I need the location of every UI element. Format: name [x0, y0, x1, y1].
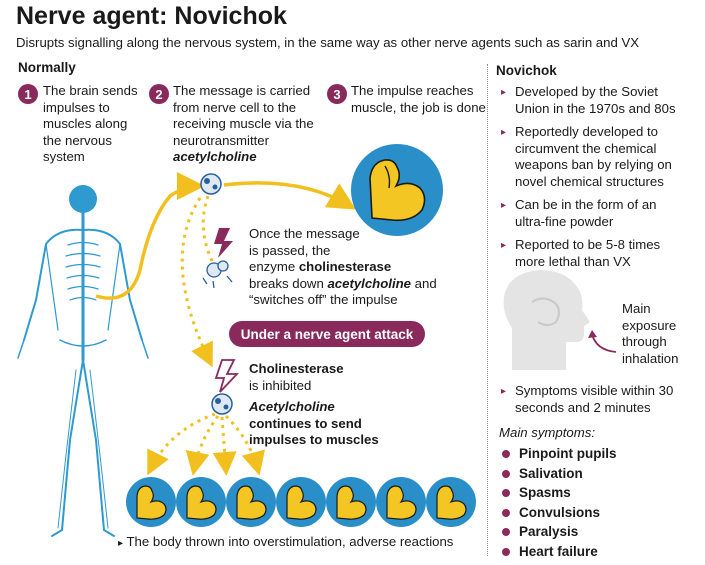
- acetylcholine-attack-icon: [211, 393, 233, 415]
- enzyme-note-line-4: breaks down: [249, 275, 328, 291]
- inhibited-term: Cholinesterase: [249, 361, 344, 376]
- fact-item: ▸ Can be in the form of an ultra-fine pow…: [499, 197, 689, 230]
- overstimulation-text: The body thrown into overstimulation, ad…: [126, 534, 454, 549]
- acetylcholine-molecule-icon: [200, 173, 222, 195]
- muscle-icon: [276, 477, 326, 527]
- bullet-triangle-icon: ▸: [501, 240, 507, 251]
- step-2-block: The message is carried from nerve cell t…: [173, 83, 333, 166]
- fact-text: Developed by the Soviet Union in the 197…: [515, 84, 676, 116]
- attack-dotted-arrow: [180, 197, 213, 368]
- enzyme-dotted-arrow: [201, 195, 216, 266]
- exposure-arrowhead: [588, 330, 597, 338]
- ach-line-2: continues to send: [249, 415, 362, 431]
- step-2-emphasis: acetylcholine: [173, 149, 257, 164]
- enzyme-note-line-2: is passed, the: [249, 242, 331, 258]
- exposure-line-1: Main: [622, 301, 651, 316]
- bullet-triangle-icon: ▸: [501, 87, 507, 98]
- muscle-icon: [326, 477, 376, 527]
- fact-text: Can be in the form of an ultra-fine powd…: [515, 197, 657, 229]
- fact-text: Reported to be 5-8 times more lethal tha…: [515, 237, 661, 269]
- exposure-line-4: inhalation: [622, 350, 679, 366]
- enzyme-note-line-1: Once the message: [249, 226, 360, 241]
- novichok-heading: Novichok: [496, 63, 557, 78]
- human-nervous-system-figure: [17, 185, 149, 537]
- fact-text: Reportedly developed to circumvent the c…: [515, 124, 672, 189]
- cholinesterase-term: cholinesterase: [298, 259, 392, 274]
- ach-continues-text: Acetylcholine continues to send impulses…: [249, 399, 379, 449]
- bullet-triangle-icon: ▸: [501, 127, 507, 138]
- inhibited-rest: is inhibited: [249, 377, 312, 393]
- attack-section-label: Under a nerve agent attack: [229, 321, 425, 347]
- symptom-text: Spasms: [519, 485, 571, 501]
- enzyme-note-line-5: “switches off” the impulse: [249, 292, 398, 307]
- note-triangle-icon: ▸: [118, 538, 124, 549]
- exposure-text: Main exposure through inhalation: [622, 301, 678, 367]
- bullet-dot-icon: [502, 469, 510, 478]
- brain-icon: [69, 185, 97, 213]
- muscle-row: [126, 477, 476, 527]
- column-divider: [487, 64, 488, 556]
- overstimulation-note: ▸ The body thrown into overstimulation, …: [118, 534, 453, 549]
- enzyme-note: Once the message is passed, the enzyme c…: [249, 226, 449, 309]
- muscle-icon-large: [351, 144, 443, 236]
- muscle-icon: [226, 477, 276, 527]
- bullet-triangle-icon: ▸: [501, 200, 507, 211]
- inhibited-bolt-icon: [214, 359, 240, 393]
- exposure-line-3: through: [622, 334, 667, 349]
- fact-item: ▸ Developed by the Soviet Union in the 19…: [499, 84, 689, 117]
- muscle-icon: [126, 477, 176, 527]
- symptom-text: Heart failure: [519, 543, 598, 559]
- page-subtitle: Disrupts signalling along the nervous sy…: [16, 35, 640, 50]
- symptom-item: Salivation: [500, 464, 617, 484]
- symptoms-visible-text: Symptoms visible within 30 seconds and 2…: [515, 383, 674, 415]
- step-3-text: The impulse reaches muscle, the job is d…: [351, 83, 486, 115]
- bullet-triangle-icon: ▸: [501, 386, 507, 397]
- ach-line-3: impulses to muscles: [249, 432, 379, 447]
- page-title: Nerve agent: Novichok: [16, 2, 287, 30]
- enzyme-note-and: and: [411, 275, 437, 291]
- acetylcholine-term: acetylcholine: [327, 275, 411, 291]
- symptom-item: Heart failure: [500, 542, 617, 562]
- ach-term: Acetylcholine: [249, 399, 335, 414]
- bullet-dot-icon: [502, 547, 510, 556]
- symptom-item: Spasms: [500, 483, 617, 503]
- symptoms-heading: Main symptoms:: [499, 425, 595, 440]
- fact-item: ▸ Reportedly developed to circumvent the …: [499, 124, 689, 190]
- step-1-text: The brain sends impulses to muscles alon…: [43, 83, 138, 164]
- symptom-text: Pinpoint pupils: [519, 446, 617, 461]
- symptom-text: Convulsions: [519, 504, 601, 520]
- normally-heading: Normally: [18, 60, 76, 75]
- lightning-bolt-icon: [214, 228, 233, 258]
- symptoms-visible-item: ▸ Symptoms visible within 30 seconds and …: [499, 383, 705, 416]
- enzyme-note-line-3: enzyme: [249, 259, 299, 274]
- symptom-item: Convulsions: [500, 503, 617, 523]
- bullet-dot-icon: [502, 508, 510, 517]
- message-to-muscle-arrow: [223, 181, 357, 210]
- step-3-number: 3: [327, 84, 347, 104]
- symptom-text: Salivation: [519, 465, 583, 481]
- broken-molecule-icon: [202, 260, 233, 289]
- bullet-dot-icon: [502, 450, 510, 458]
- muscle-icon: [176, 477, 226, 527]
- novichok-facts: ▸ Developed by the Soviet Union in the 19…: [499, 84, 689, 277]
- head-silhouette-icon: [503, 270, 590, 370]
- impulse-path-arrow: [95, 172, 205, 300]
- inhibited-text: Cholinesterase is inhibited: [249, 361, 344, 394]
- exposure-line-2: exposure: [622, 317, 677, 333]
- bullet-dot-icon: [502, 528, 510, 537]
- symptom-item: Pinpoint pupils: [500, 444, 617, 464]
- symptom-text: Paralysis: [519, 524, 579, 540]
- spread-dotted-arrows: [147, 412, 265, 476]
- muscle-icon: [426, 477, 476, 527]
- step-2-text: The message is carried from nerve cell t…: [173, 83, 314, 148]
- symptom-list: Pinpoint pupils Salivation Spasms Convul…: [500, 444, 617, 562]
- fact-item: ▸ Reported to be 5-8 times more lethal th…: [499, 237, 689, 270]
- step-2-number: 2: [149, 84, 169, 104]
- step-1-number: 1: [18, 84, 38, 104]
- bullet-dot-icon: [502, 489, 510, 498]
- symptom-item: Paralysis: [500, 522, 617, 542]
- muscle-icon: [376, 477, 426, 527]
